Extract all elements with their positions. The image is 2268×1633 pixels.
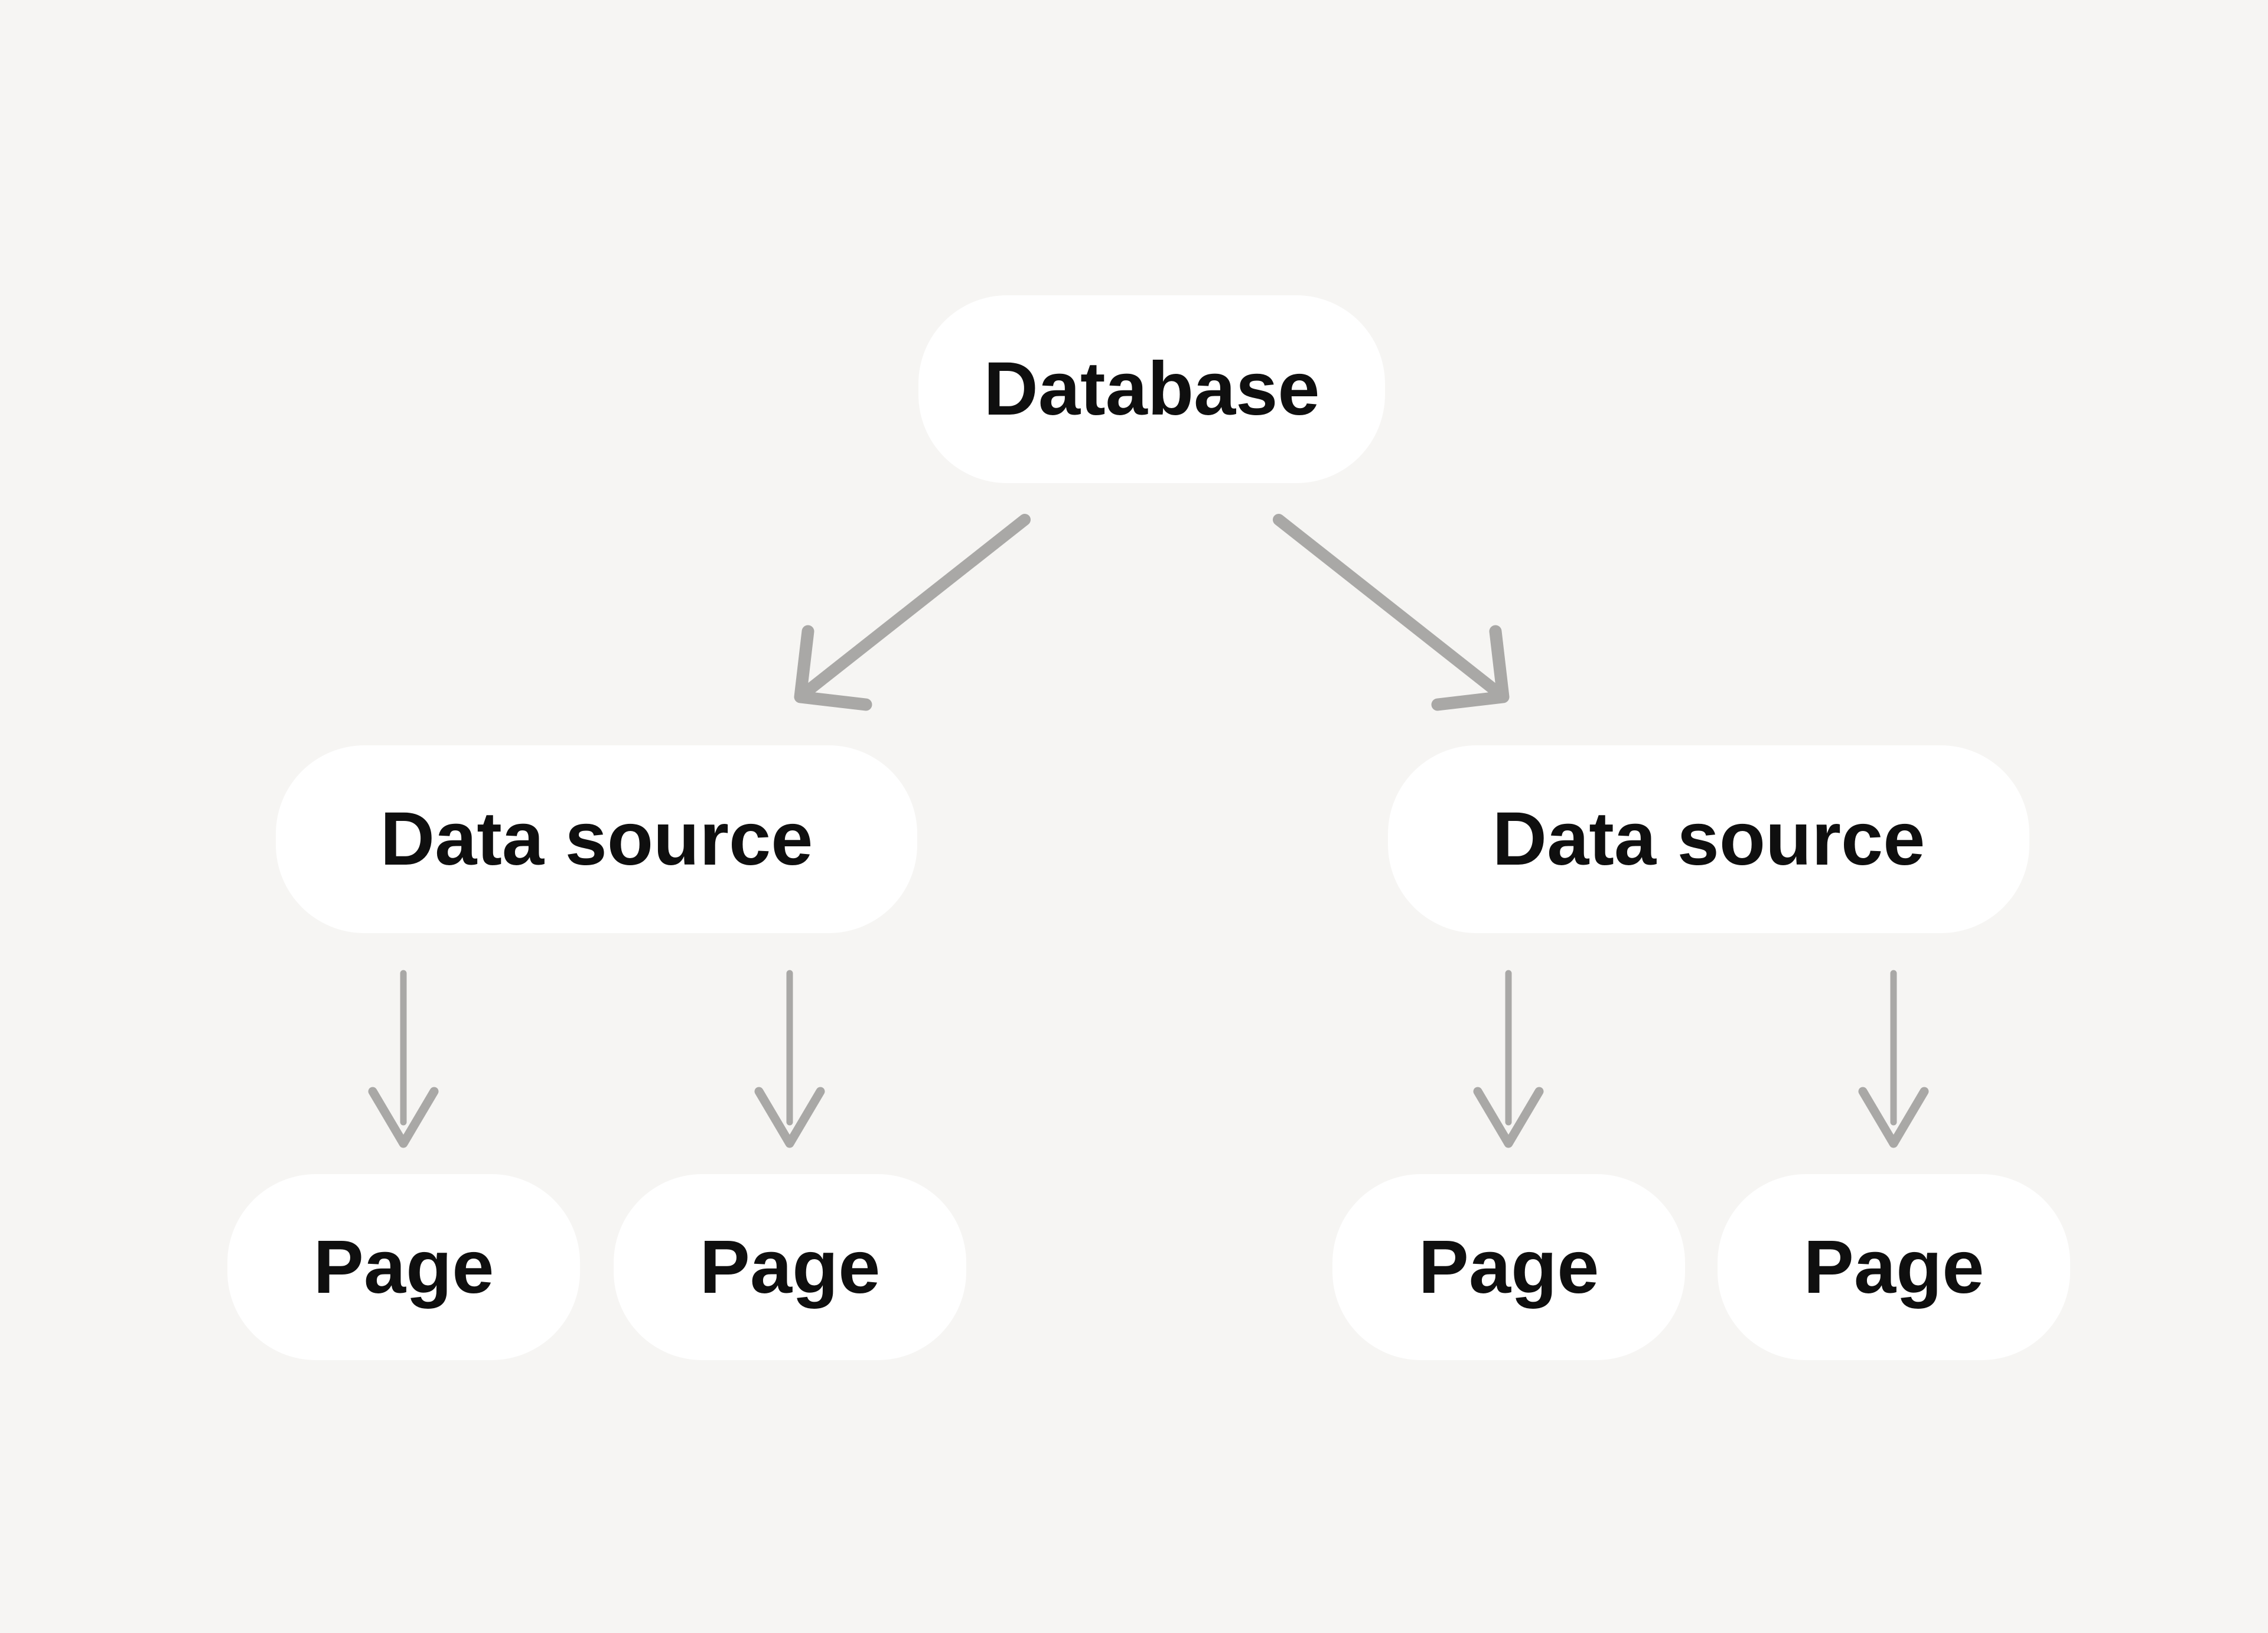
node-page-left-1-label: Page	[313, 1224, 494, 1309]
edge-data-source-right-to-page-1	[1473, 970, 1544, 1148]
node-page-left-2-label: Page	[699, 1224, 881, 1309]
node-data-source-right: Data source	[1388, 745, 2029, 933]
node-database-label: Database	[983, 347, 1320, 431]
node-data-source-right-label: Data source	[1492, 797, 1925, 881]
node-database: Database	[918, 295, 1385, 483]
arrowhead-down-icon	[754, 1087, 825, 1148]
node-data-source-left-label: Data source	[380, 797, 813, 881]
node-data-source-left: Data source	[276, 745, 917, 933]
edge-data-source-right-to-page-2	[1858, 970, 1929, 1148]
arrowhead-down-icon	[1858, 1087, 1929, 1148]
node-page-right-2: Page	[1718, 1174, 2070, 1360]
node-page-left-1: Page	[227, 1174, 580, 1360]
edge-database-to-data-source-right	[1273, 514, 1510, 711]
arrowhead-down-right-icon	[1431, 625, 1510, 711]
node-page-right-1-label: Page	[1418, 1224, 1599, 1309]
arrowhead-down-left-icon	[794, 625, 872, 711]
edge-data-source-left-to-page-2	[754, 970, 825, 1148]
edge-line	[1273, 514, 1505, 699]
node-page-right-1: Page	[1332, 1174, 1685, 1360]
arrowhead-down-icon	[368, 1087, 439, 1148]
edge-line	[799, 514, 1031, 699]
node-page-right-2-label: Page	[1803, 1224, 1984, 1309]
node-page-left-2: Page	[614, 1174, 966, 1360]
arrowhead-down-icon	[1473, 1087, 1544, 1148]
edge-database-to-data-source-left	[794, 514, 1031, 711]
edge-data-source-left-to-page-1	[368, 970, 439, 1148]
